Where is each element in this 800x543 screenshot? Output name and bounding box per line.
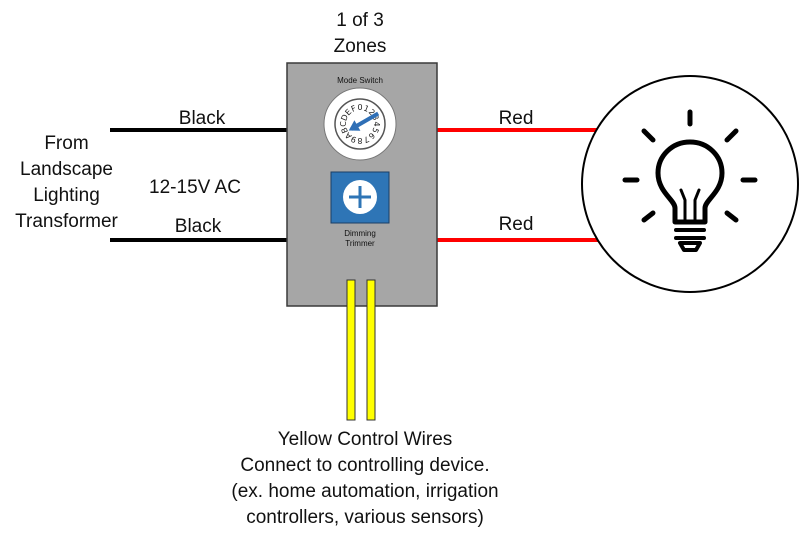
source-label-line2: Landscape	[20, 159, 113, 180]
wire-label-red-top: Red	[498, 108, 534, 129]
dial-digit: 2	[367, 107, 377, 117]
dial-digit: 1	[362, 104, 370, 114]
dial-digit: 6	[367, 131, 377, 141]
dial-digit: F	[350, 104, 358, 114]
trimmer-label-line2: Trimmer	[345, 239, 375, 248]
source-label-line4: Transformer	[15, 211, 118, 232]
dial-digit: 5	[370, 126, 380, 134]
control-caption-line1: Yellow Control Wires	[277, 429, 453, 450]
control-caption-line4: controllers, various sensors)	[246, 507, 484, 528]
dial-digit: 3	[370, 114, 380, 122]
dial-digit: C	[339, 121, 348, 127]
wire-label-black-bottom: Black	[174, 216, 222, 237]
dial-digit: 4	[372, 121, 381, 126]
wire-label-red-bottom: Red	[498, 214, 534, 235]
light-bulb-icon	[622, 109, 758, 252]
trimmer-screw-icon	[330, 171, 390, 224]
source-label-line1: From	[44, 133, 89, 154]
dial-digit: 0	[357, 103, 362, 112]
zone-label-line2: Zones	[333, 36, 387, 57]
zone-label-line1: 1 of 3	[336, 10, 384, 31]
yellow-wire-right	[366, 279, 376, 421]
wire-label-black-top: Black	[178, 108, 226, 129]
dial-arrow	[348, 111, 380, 131]
dial-digit: 7	[362, 134, 370, 144]
yellow-wire-left	[346, 279, 356, 421]
light-circle	[581, 75, 799, 293]
dial-digit: 9	[350, 134, 358, 144]
dial-digit: E	[343, 107, 353, 117]
trimmer-label-line1: Dimming	[344, 229, 376, 238]
control-caption-line2: Connect to controlling device.	[240, 455, 490, 476]
dial-digit: D	[339, 113, 350, 122]
dial-digit: 8	[357, 136, 362, 145]
dial-digit: B	[340, 126, 350, 135]
dial-digit: A	[343, 130, 354, 141]
control-caption-line3: (ex. home automation, irrigation	[231, 481, 499, 502]
source-label-line3: Lighting	[33, 185, 100, 206]
mode-switch-label: Mode Switch	[337, 76, 383, 85]
voltage-label: 12-15V AC	[149, 177, 241, 198]
